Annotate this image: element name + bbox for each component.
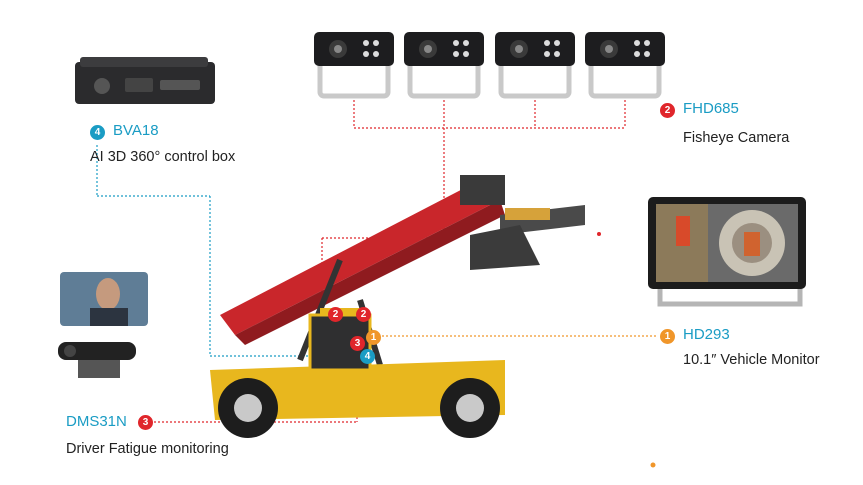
control-box-device — [75, 57, 215, 104]
dms-camera-device — [58, 272, 148, 378]
camera-marker-b: 2 — [356, 307, 371, 322]
decorative-dot — [597, 232, 601, 236]
component-description: Fisheye Camera — [683, 130, 790, 146]
component-number-badge: 2 — [660, 103, 675, 118]
reach-stacker-vehicle — [210, 175, 585, 438]
component-number-badge: 3 — [138, 415, 153, 430]
component-description: 10.1″ Vehicle Monitor — [683, 352, 820, 368]
component-model: FHD685 — [683, 100, 739, 117]
component-number-badge: 1 — [660, 329, 675, 344]
monitor-marker: 1 — [366, 330, 381, 345]
vehicle-monitor-device — [648, 197, 806, 307]
component-description: AI 3D 360° control box — [90, 149, 236, 165]
component-model: HD293 — [683, 326, 730, 343]
box-marker: 4 — [360, 349, 375, 364]
component-description: Driver Fatigue monitoring — [66, 441, 229, 457]
component-number-badge: 4 — [90, 125, 105, 140]
dms-marker: 3 — [350, 336, 365, 351]
fisheye-cameras — [314, 32, 665, 99]
component-model: BVA18 — [113, 122, 159, 139]
decorative-dot — [650, 462, 656, 468]
component-model: DMS31N — [66, 413, 127, 430]
camera-marker-a: 2 — [328, 307, 343, 322]
